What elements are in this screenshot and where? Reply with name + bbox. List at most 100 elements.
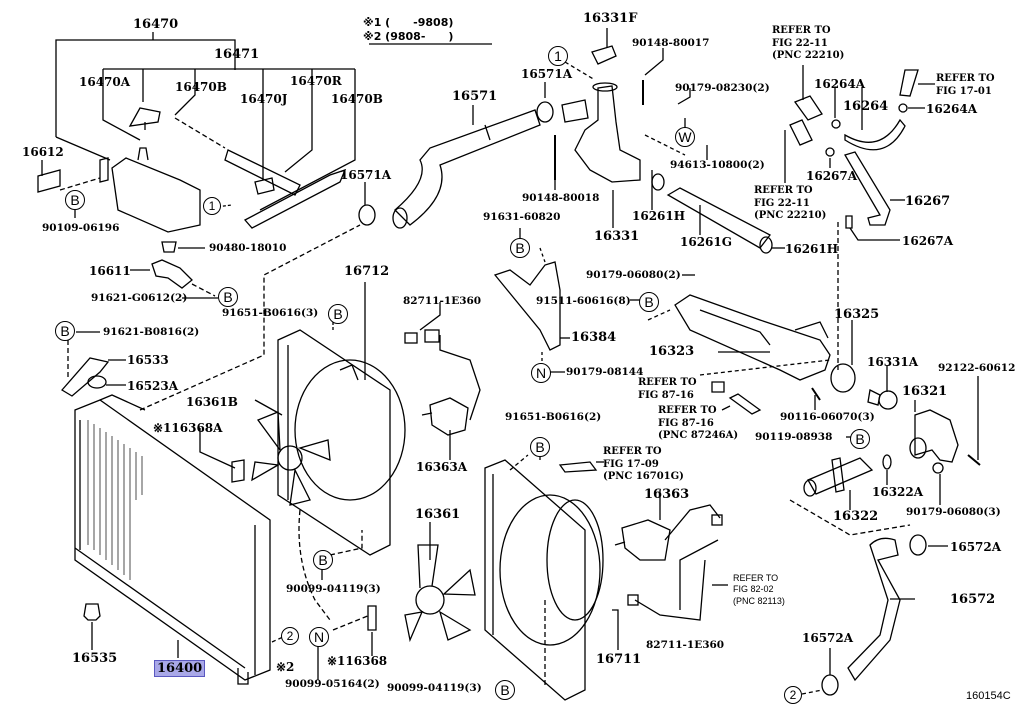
part-label-90179-06080-3[interactable]: 90179-06080(3) bbox=[906, 506, 1001, 518]
reference-fig-87-16-b[interactable]: REFER TO FIG 87-16 (PNC 87246A) bbox=[658, 405, 739, 441]
part-label-16533[interactable]: 16533 bbox=[127, 353, 169, 367]
cap-90480-drawing bbox=[161, 241, 177, 253]
callout-2-right[interactable]: 2 bbox=[784, 686, 802, 704]
part-label-16323[interactable]: 16323 bbox=[649, 344, 695, 359]
part-label-16572[interactable]: 16572 bbox=[950, 592, 996, 607]
part-label-16384[interactable]: 16384 bbox=[571, 330, 617, 345]
part-label-91621-b0816[interactable]: 91621-B0816(2) bbox=[103, 326, 200, 338]
figure-id: 160154C bbox=[966, 690, 1011, 702]
part-label-16361B[interactable]: 16361B bbox=[186, 395, 238, 409]
part-label-16261H-a[interactable]: 16261H bbox=[632, 209, 686, 223]
callout-1-top[interactable]: 1 bbox=[548, 46, 568, 66]
callout-b-91621g[interactable]: B bbox=[218, 287, 238, 307]
callout-b-91621b[interactable]: B bbox=[55, 321, 75, 341]
reference-fig-22-11-a[interactable]: REFER TO FIG 22-11 (PNC 22210) bbox=[772, 25, 845, 61]
cushion-16523A-drawing bbox=[87, 375, 107, 389]
part-label-16470R[interactable]: 16470R bbox=[290, 74, 342, 88]
callout-2-left[interactable]: 2 bbox=[281, 627, 299, 645]
part-label-16400-highlighted[interactable]: 16400 bbox=[154, 660, 206, 677]
part-label-90480-18010[interactable]: 90480-18010 bbox=[209, 242, 287, 254]
connector-82711-a-drawing bbox=[404, 332, 418, 344]
callout-b-90099-a[interactable]: B bbox=[313, 550, 333, 570]
part-label-16368A[interactable]: ※116368A bbox=[153, 421, 223, 435]
part-label-16331[interactable]: 16331 bbox=[594, 229, 640, 244]
reference-fig-87-16-a[interactable]: REFER TO FIG 87-16 bbox=[638, 377, 697, 401]
callout-b-90099-b[interactable]: B bbox=[495, 680, 515, 700]
part-label-90148-80017[interactable]: 90148-80017 bbox=[632, 37, 710, 49]
part-label-16611[interactable]: 16611 bbox=[89, 264, 131, 278]
part-label-90099-05164[interactable]: 90099-05164(2) bbox=[285, 678, 380, 690]
part-label-16264A-b[interactable]: 16264A bbox=[926, 102, 978, 116]
reference-fig-82-02[interactable]: REFER TO FIG 82-02 (PNC 82113) bbox=[733, 573, 785, 606]
callout-n-90099[interactable]: N bbox=[309, 627, 329, 647]
part-label-16331F[interactable]: 16331F bbox=[583, 11, 638, 26]
part-label-90116-06070[interactable]: 90116-06070(3) bbox=[780, 411, 875, 423]
water-inlet-16321-drawing bbox=[909, 409, 959, 463]
part-label-16322A[interactable]: 16322A bbox=[872, 485, 924, 499]
part-label-16470A[interactable]: 16470A bbox=[79, 75, 131, 89]
part-label-90099-04119-a[interactable]: 90099-04119(3) bbox=[286, 583, 381, 595]
part-label-90109-06196[interactable]: 90109-06196 bbox=[42, 222, 120, 234]
part-label-16470[interactable]: 16470 bbox=[133, 17, 179, 32]
part-label-16470B-a[interactable]: 16470B bbox=[175, 80, 227, 94]
part-label-16470B-b[interactable]: 16470B bbox=[331, 92, 383, 106]
part-label-16523A[interactable]: 16523A bbox=[127, 379, 179, 393]
part-label-91621-g0612[interactable]: 91621-G0612(2) bbox=[91, 292, 188, 304]
callout-b-90119[interactable]: B bbox=[850, 429, 870, 449]
part-label-82711-1e360-a[interactable]: 82711-1E360 bbox=[403, 295, 482, 307]
part-label-91511-60616[interactable]: 91511-60616(8) bbox=[536, 295, 631, 307]
part-label-82711-1e360-b[interactable]: 82711-1E360 bbox=[646, 639, 725, 651]
part-label-16331A[interactable]: 16331A bbox=[867, 355, 919, 369]
part-label-16535[interactable]: 16535 bbox=[72, 651, 118, 666]
part-label-16264A-a[interactable]: 16264A bbox=[814, 77, 866, 91]
part-label-16711[interactable]: 16711 bbox=[596, 652, 642, 667]
part-label-90179-06080-2[interactable]: 90179-06080(2) bbox=[586, 269, 681, 281]
callout-n-90179[interactable]: N bbox=[531, 363, 551, 383]
part-label-92122-60612[interactable]: 92122-60612 bbox=[938, 362, 1016, 374]
part-label-16612[interactable]: 16612 bbox=[22, 145, 64, 159]
part-label-16363[interactable]: 16363 bbox=[644, 487, 690, 502]
part-label-116368[interactable]: ※116368 bbox=[327, 654, 388, 668]
part-label-16267[interactable]: 16267 bbox=[905, 194, 951, 209]
part-label-16261H-b[interactable]: 16261H bbox=[785, 242, 839, 256]
part-label-16363A[interactable]: 16363A bbox=[416, 460, 468, 474]
leader-82711-b bbox=[679, 539, 719, 610]
callout-1-left[interactable]: 1 bbox=[203, 197, 221, 215]
part-label-90119-08938[interactable]: 90119-08938 bbox=[755, 431, 833, 443]
part-label-16267A-b[interactable]: 16267A bbox=[902, 234, 954, 248]
callout-b-90109[interactable]: B bbox=[65, 190, 85, 210]
part-label-16572A-b[interactable]: 16572A bbox=[802, 631, 854, 645]
part-label-16361[interactable]: 16361 bbox=[415, 507, 461, 522]
part-label-90099-04119-b[interactable]: 90099-04119(3) bbox=[387, 682, 482, 694]
part-label-16571A-left[interactable]: 16571A bbox=[340, 168, 392, 182]
fan-motor-16363A-drawing bbox=[421, 329, 481, 436]
reference-fig-22-11-b[interactable]: REFER TO FIG 22-11 (PNC 22210) bbox=[754, 185, 827, 221]
part-label-16712[interactable]: 16712 bbox=[344, 264, 390, 279]
part-label-90148-80018[interactable]: 90148-80018 bbox=[522, 192, 600, 204]
part-label-16325[interactable]: 16325 bbox=[834, 307, 880, 322]
part-label-16267A-a[interactable]: 16267A bbox=[806, 169, 858, 183]
part-label-16572A-a[interactable]: 16572A bbox=[950, 540, 1002, 554]
reference-fig-17-09[interactable]: REFER TO FIG 17-09 (PNC 16701G) bbox=[603, 446, 684, 482]
part-label-91651-b0616-2[interactable]: 91651-B0616(2) bbox=[505, 411, 602, 423]
part-label-16261G[interactable]: 16261G bbox=[680, 235, 732, 249]
note-2-range: ※2 (9808- ) bbox=[363, 30, 454, 43]
part-label-16322[interactable]: 16322 bbox=[833, 509, 879, 524]
part-label-91651-b0616-3[interactable]: 91651-B0616(3) bbox=[222, 307, 319, 319]
callout-b-91511[interactable]: B bbox=[639, 292, 659, 312]
callout-w[interactable]: W bbox=[675, 127, 695, 147]
callout-b-91651-3[interactable]: B bbox=[328, 304, 348, 324]
part-label-16571[interactable]: 16571 bbox=[452, 89, 498, 104]
part-label-16321[interactable]: 16321 bbox=[902, 384, 948, 399]
part-label-94613-10800[interactable]: 94613-10800(2) bbox=[670, 159, 765, 171]
callout-b-91631[interactable]: B bbox=[510, 238, 530, 258]
callout-b-91651-2[interactable]: B bbox=[530, 437, 550, 457]
part-label-16470J[interactable]: 16470J bbox=[240, 92, 288, 106]
part-label-91631-60820[interactable]: 91631-60820 bbox=[483, 211, 561, 223]
part-label-16471[interactable]: 16471 bbox=[214, 47, 260, 62]
part-label-16264[interactable]: 16264 bbox=[843, 99, 889, 114]
part-label-90179-08144[interactable]: 90179-08144 bbox=[566, 366, 644, 378]
part-label-16571A-top[interactable]: 16571A bbox=[521, 67, 573, 81]
reference-fig-17-01[interactable]: REFER TO FIG 17-01 bbox=[936, 73, 995, 97]
part-label-90179-08230[interactable]: 90179-08230(2) bbox=[675, 82, 770, 94]
